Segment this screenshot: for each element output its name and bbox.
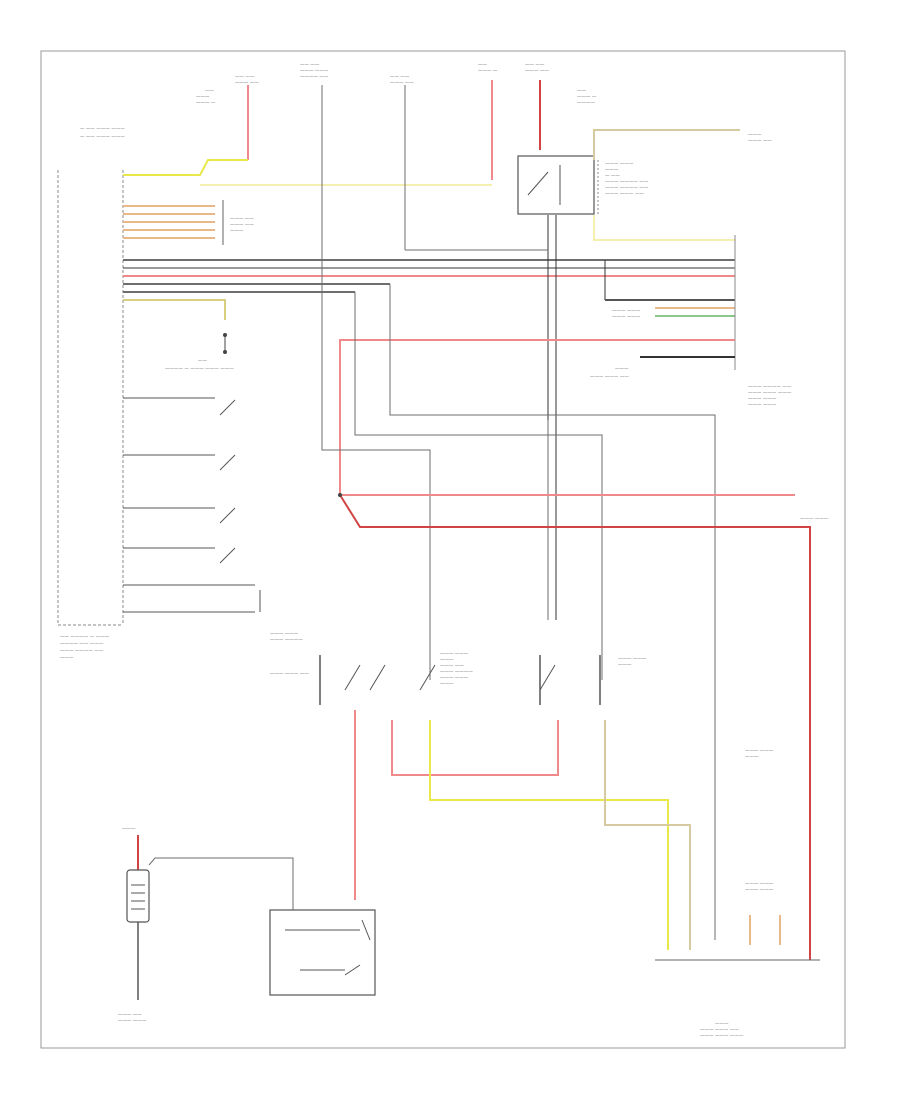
svg-text:——— ——: ——— —— <box>118 1013 142 1018</box>
svg-text:———— — ——— ——— ———: ———— — ——— ——— ——— <box>165 367 234 372</box>
svg-text:———: ——— <box>230 229 244 234</box>
svg-text:——— ———: ——— ——— <box>745 888 774 893</box>
svg-text:——— ———: ——— ——— <box>300 69 329 74</box>
svg-text:——— ——— ——: ——— ——— —— <box>270 672 309 677</box>
power-supply-relay: ——— ——————— —— ——— ———— ————— ———— —————… <box>517 155 649 215</box>
svg-text:———: ——— <box>748 133 762 138</box>
svg-text:——— ———: ——— ——— <box>748 403 777 408</box>
svg-text:——— ——— ——: ——— ——— —— <box>590 375 629 380</box>
svg-text:——— —: ——— — <box>478 69 498 74</box>
svg-text:——— ———: ——— ——— <box>440 652 469 657</box>
svg-text:———: ——— <box>122 827 136 832</box>
svg-text:——— ———: ——— ——— <box>618 657 647 662</box>
svg-text:———: ——— <box>440 658 454 663</box>
svg-text:— —— ——— ———: — —— ——— ——— <box>80 127 125 132</box>
svg-text:———— ——: ———— —— <box>300 75 329 80</box>
svg-text:————: ———— <box>577 101 596 106</box>
diagram-frame <box>40 50 846 1049</box>
ecm-harness: ——— ————— ————— —————— — ——— ——— ——— <box>123 200 735 372</box>
svg-text:——: —— <box>198 359 208 364</box>
svg-text:——— ———— ——: ——— ———— —— <box>605 186 649 191</box>
svg-text:—— ——: —— —— <box>235 75 255 80</box>
svg-text:———: ——— <box>440 682 454 687</box>
svg-text:———: ——— <box>60 656 74 661</box>
svg-text:——— ——: ——— —— <box>440 664 464 669</box>
ecm-connector-bottom: ——— —————— ——— —————— ——— ————— ——— ——— <box>655 882 820 1039</box>
starter-motor <box>269 909 376 996</box>
svg-text:——— —: ——— — <box>577 95 597 100</box>
svg-text:———: ——— <box>605 168 619 173</box>
yellow-wire-top <box>123 159 492 186</box>
svg-text:— —— ——— ———: — —— ——— ——— <box>80 135 125 140</box>
svg-text:——— ——— ———: ——— ——— ——— <box>748 391 792 396</box>
svg-text:——— ———: ——— ——— <box>612 315 641 320</box>
svg-text:———— —— ———: ———— —— ——— <box>60 642 104 647</box>
svg-text:——— ———— ——: ——— ———— —— <box>605 180 649 185</box>
svg-text:— ——: — —— <box>605 174 620 179</box>
svg-text:——— ——: ——— —— <box>230 217 254 222</box>
svg-text:——— ——— ——: ——— ——— —— <box>605 192 644 197</box>
middle-wires <box>321 180 716 940</box>
svg-text:—— ——: —— —— <box>300 63 320 68</box>
svg-text:———: ——— <box>745 755 759 760</box>
svg-text:——— ———: ——— ——— <box>440 676 469 681</box>
svg-text:——— ————: ——— ———— <box>440 670 473 675</box>
svg-text:—— ——: —— —— <box>525 63 545 68</box>
svg-text:——— ———— ——: ——— ———— —— <box>60 649 104 654</box>
right-connector: ——— —————— ——— —————— ——— —— ——— ———— ——… <box>547 215 792 620</box>
svg-text:——— ——: ——— —— <box>390 81 414 86</box>
ecm-switches: ——— —————— ———— ——— ——— —— <box>123 397 309 677</box>
svg-text:——— ——: ——— —— <box>230 223 254 228</box>
svg-text:——— ——— ——: ——— ——— —— <box>700 1028 739 1033</box>
svg-text:——— ———— ——: ——— ———— —— <box>748 385 792 390</box>
svg-text:——— ———: ——— ——— <box>800 517 829 522</box>
svg-text:——— ———: ——— ——— <box>612 309 641 314</box>
fuse-wires-top <box>247 80 541 180</box>
svg-text:——— ———: ——— ——— <box>745 882 774 887</box>
top-fuse-labels: —— ————— —— —— ————— ——————— —— —— —————… <box>80 63 597 140</box>
svg-text:——— ———: ——— ——— <box>745 749 774 754</box>
red-splice-wires: ——— ——— <box>338 493 829 960</box>
svg-text:—— ——: —— —— <box>390 75 410 80</box>
svg-text:——: —— <box>478 63 488 68</box>
engine-control-module: —— ———— — ——— ———— —— ——— ——— ———— —— ——… <box>57 170 124 661</box>
svg-text:——: —— <box>205 89 215 94</box>
svg-text:——— —: ——— — <box>196 101 216 106</box>
svg-text:———: ——— <box>618 663 632 668</box>
svg-text:——— ———: ——— ——— <box>118 1019 147 1024</box>
svg-text:——— ——— ———: ——— ——— ——— <box>700 1034 744 1039</box>
svg-text:——— ———: ——— ——— <box>605 162 634 167</box>
svg-text:——— ———: ——— ——— <box>748 397 777 402</box>
starter-relays: ——— ————————— —— ——— ——————— —————— ——— … <box>319 652 774 950</box>
tan-wire-top-right <box>593 129 740 160</box>
red-loop-wire <box>339 339 735 495</box>
svg-text:——— ——: ——— —— <box>235 81 259 86</box>
svg-text:———: ——— <box>615 367 629 372</box>
svg-text:———: ——— <box>196 95 210 100</box>
svg-text:——: —— <box>577 89 587 94</box>
svg-text:——— ———: ——— ——— <box>270 632 299 637</box>
svg-text:——— ————: ——— ———— <box>270 638 303 643</box>
svg-text:——— ——: ——— —— <box>525 69 549 74</box>
svg-text:—— ———— — ———: —— ———— — ——— <box>60 635 110 640</box>
battery: ——— ——— ————— ——— <box>118 827 294 1024</box>
svg-text:——— ——: ——— —— <box>748 139 772 144</box>
svg-text:———: ——— <box>715 1022 729 1027</box>
